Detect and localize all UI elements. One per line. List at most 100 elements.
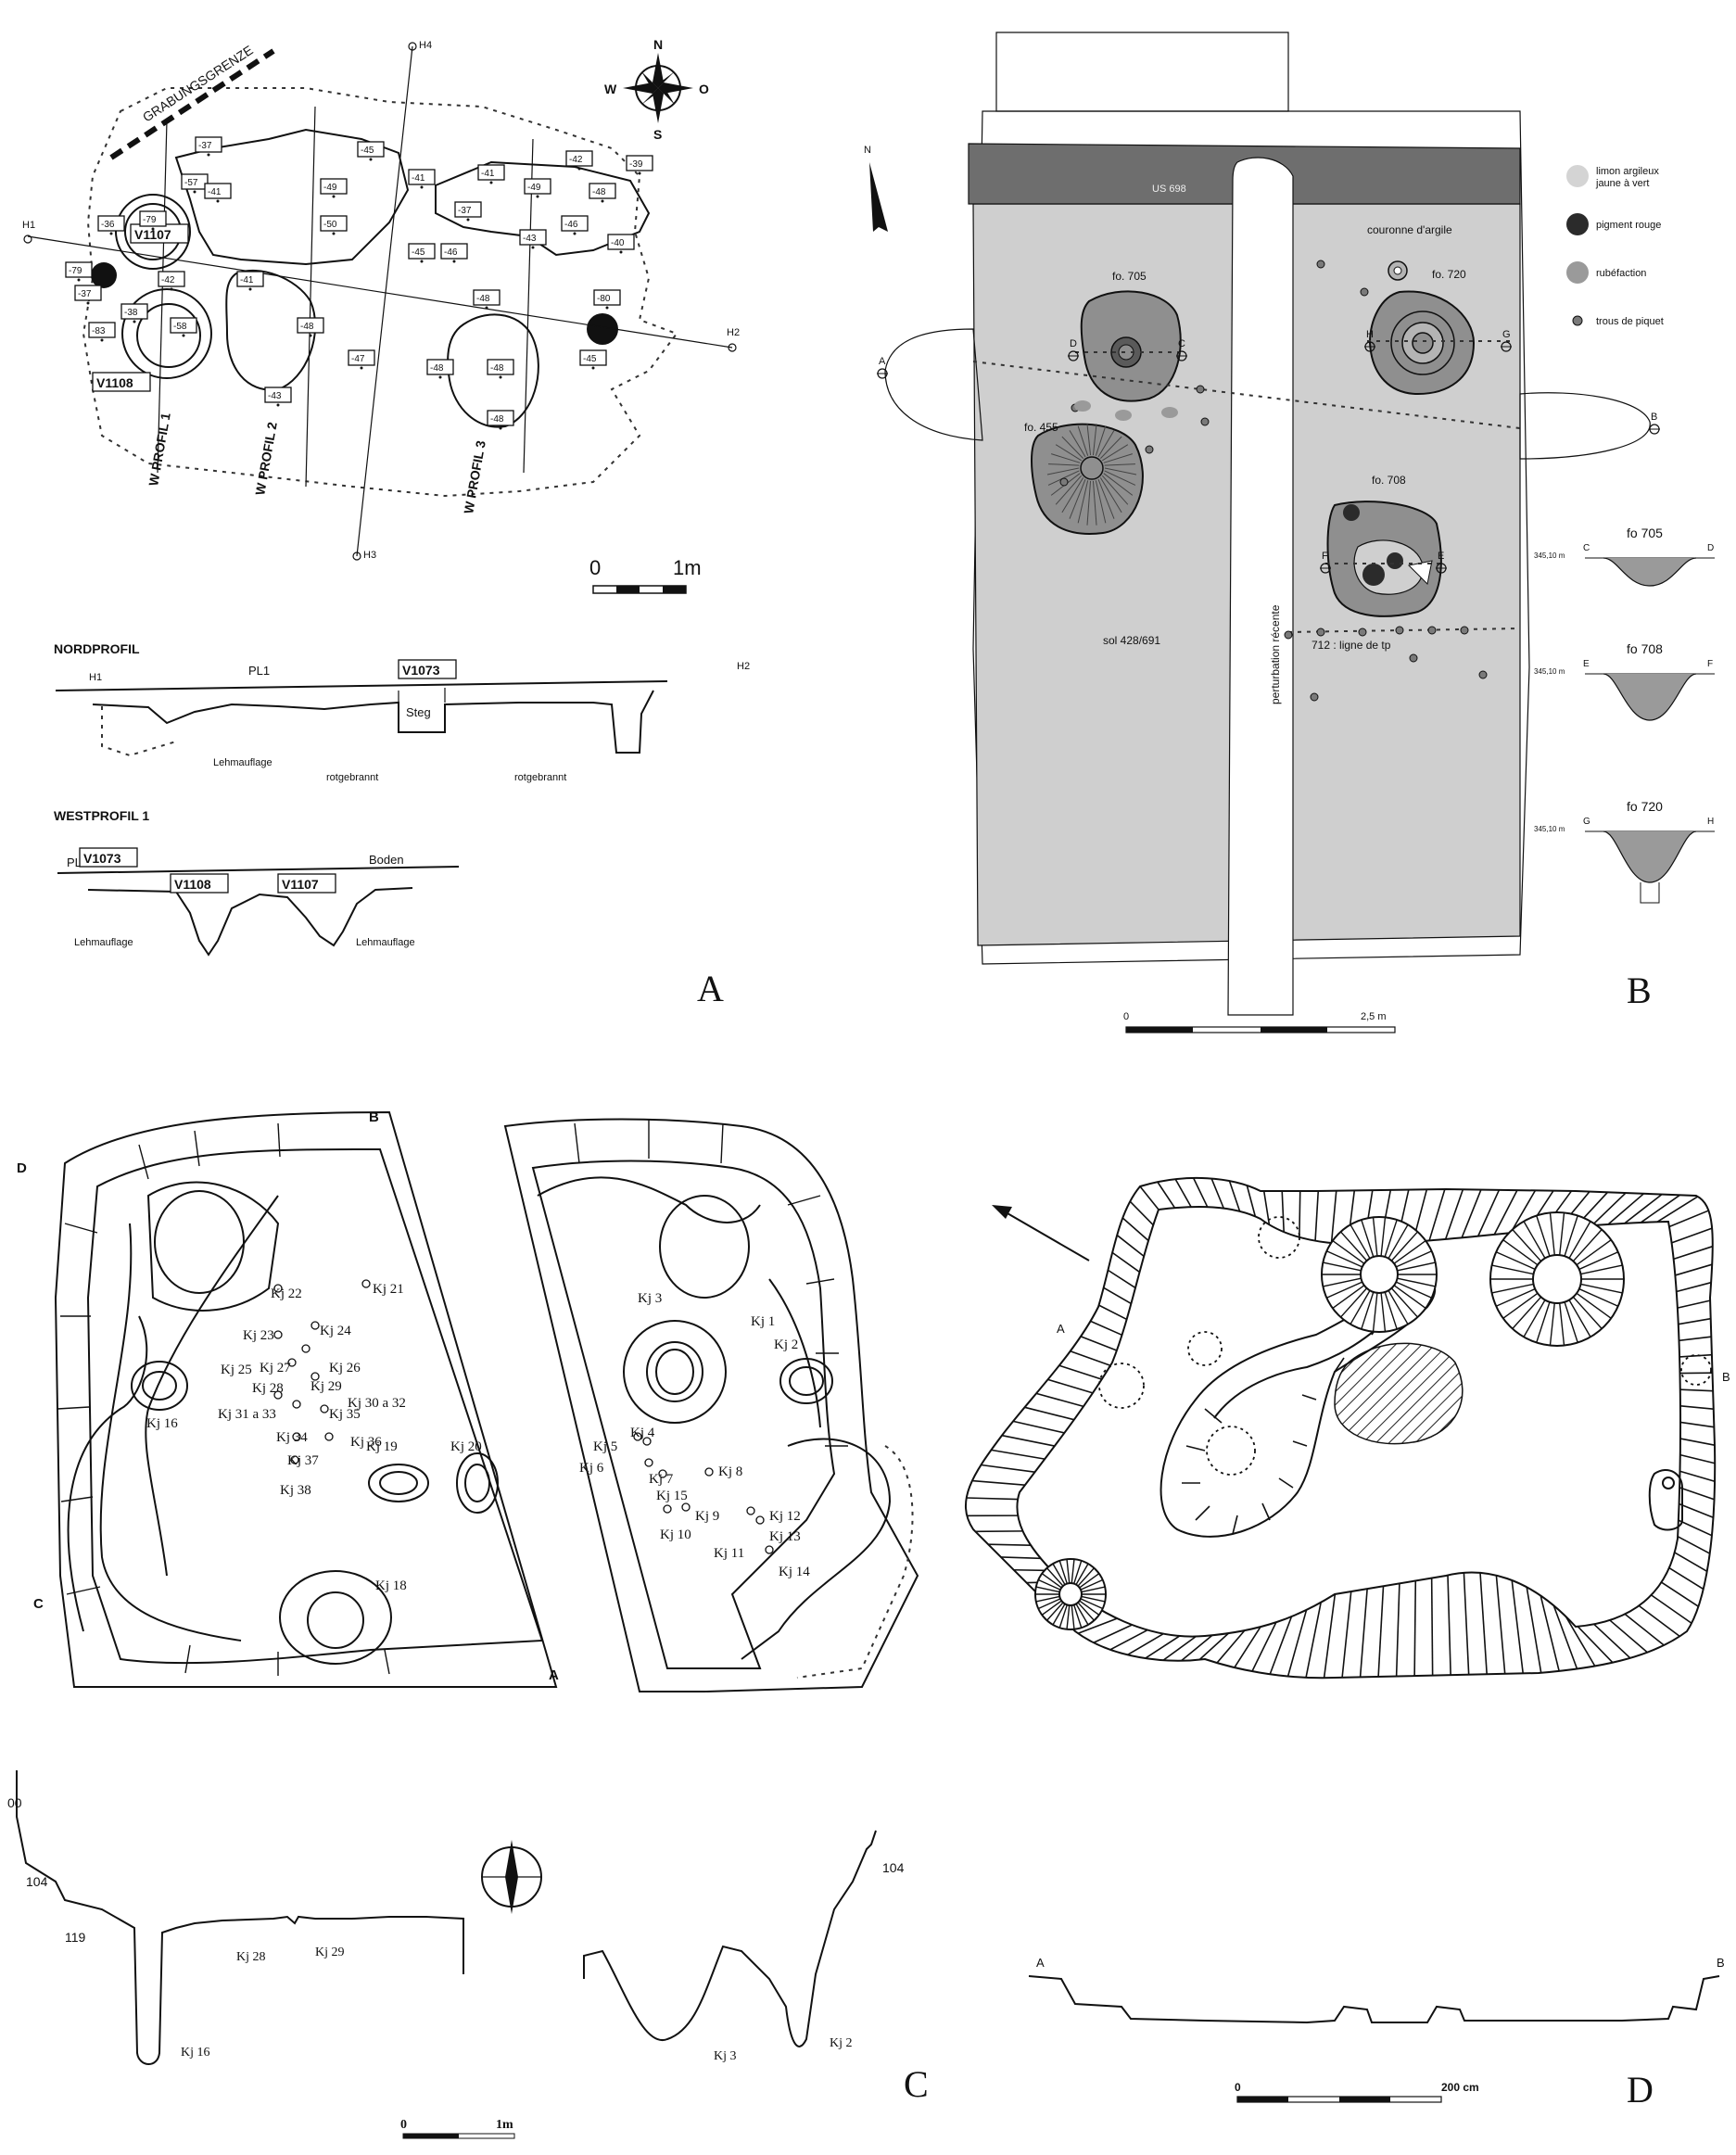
svg-text:fo 705: fo 705 [1627, 526, 1663, 540]
stake-hole [1146, 446, 1153, 453]
section-point-label: C [1178, 338, 1185, 349]
depth-label: -41 [481, 169, 495, 179]
depth-value: -36 [98, 216, 124, 235]
depth-label: -45 [583, 354, 597, 364]
svg-text:Kj 16: Kj 16 [181, 2046, 210, 2060]
nordprofil-section: H1 H2 PL1 V1073 Steg Lehmauflage rotgebr… [56, 660, 750, 783]
svg-text:345,10 m: 345,10 m [1534, 551, 1565, 560]
depth-value: -39 [627, 156, 653, 175]
svg-text:V1073: V1073 [83, 851, 121, 866]
svg-text:Lehmauflage: Lehmauflage [356, 937, 415, 948]
svg-text:fo. 708: fo. 708 [1372, 474, 1406, 487]
black-marker-west [91, 262, 117, 288]
svg-text:S: S [653, 127, 662, 142]
kj-label: Kj 21 [373, 1282, 404, 1297]
depth-value: -57 [182, 174, 208, 194]
svg-text:US 698: US 698 [1152, 184, 1186, 195]
depth-label: -42 [569, 155, 583, 165]
north-arrow-icon: N [864, 145, 888, 232]
compass-c-icon [482, 1840, 541, 1914]
posthole [274, 1331, 282, 1338]
depth-label: -42 [161, 275, 175, 285]
svg-text:Kj 29: Kj 29 [315, 1946, 345, 1959]
svg-text:PL1: PL1 [248, 664, 270, 678]
stake-hole [1361, 288, 1368, 296]
profile-label-2: W PROFIL 2 [252, 421, 280, 497]
section-point-label: G [1502, 329, 1511, 340]
depth-label: -37 [458, 206, 472, 216]
section-point-label: F [1322, 551, 1328, 562]
stake-hole [1201, 418, 1209, 425]
depth-value: -41 [478, 165, 504, 184]
svg-text:Steg: Steg [406, 705, 431, 719]
svg-text:A: A [549, 1667, 559, 1683]
svg-text:N: N [653, 37, 663, 52]
depth-label: -36 [101, 220, 115, 230]
svg-text:V1108: V1108 [174, 877, 211, 892]
kj-label: Kj 26 [329, 1361, 361, 1375]
depth-label: -46 [444, 247, 458, 258]
svg-text:fo 708: fo 708 [1627, 641, 1663, 656]
svg-text:perturbation récente: perturbation récente [1269, 604, 1282, 704]
depth-values: -37-57-41-45-49-50-41-45-41-49-42-48-37-… [66, 137, 653, 430]
depth-label: -37 [198, 141, 212, 151]
posthole [747, 1507, 754, 1515]
feature-v1108-outer [122, 289, 211, 378]
depth-label: -46 [564, 220, 578, 230]
depth-label: -48 [490, 414, 504, 425]
panel-b: US 698 perturbation récente fo. 705 fo. … [864, 32, 1715, 1033]
posthole [311, 1322, 319, 1329]
posthole [325, 1433, 333, 1440]
kj-label: Kj 11 [714, 1546, 744, 1561]
depth-label: -48 [430, 363, 444, 374]
svg-text:0: 0 [1123, 1011, 1129, 1022]
posthole [302, 1345, 310, 1352]
svg-text:712 : ligne de tp: 712 : ligne de tp [1312, 639, 1391, 652]
compass-rose-icon: N S W O [604, 37, 709, 142]
westprofil-title: WESTPROFIL 1 [54, 808, 149, 823]
point-h2: H2 [727, 327, 740, 338]
svg-text:1m: 1m [496, 2118, 513, 2132]
westprofil-section: PL1 V1073 Boden V1108 V1107 Lehmauflage … [57, 848, 459, 955]
depth-value: -48 [474, 290, 500, 310]
section-point-label: H [1366, 329, 1374, 340]
scale-bar-c: 0 1m [400, 2118, 514, 2138]
kj-label: Kj 5 [593, 1439, 617, 1454]
svg-text:Kj 2: Kj 2 [830, 2036, 853, 2050]
section-h3-h4 [357, 46, 412, 556]
svg-text:V1107: V1107 [282, 877, 319, 892]
kj-label: Kj 4 [630, 1426, 655, 1440]
depth-value: -49 [321, 179, 347, 198]
kj-label: Kj 35 [329, 1407, 361, 1422]
depth-value: -46 [562, 216, 588, 235]
svg-text:C: C [33, 1596, 44, 1612]
kj-label: Kj 16 [146, 1416, 178, 1431]
kj-label: Kj 24 [320, 1324, 351, 1338]
depth-label: -47 [351, 354, 365, 364]
svg-text:D: D [1707, 543, 1714, 553]
svg-text:rotgebrannt: rotgebrannt [514, 772, 566, 783]
kj-label: Kj 2 [774, 1337, 798, 1352]
kj-label: Kj 38 [280, 1483, 311, 1498]
svg-text:couronne d'argile: couronne d'argile [1367, 223, 1452, 236]
point-h3: H3 [363, 550, 376, 561]
stake-hole [1428, 627, 1436, 634]
svg-text:1m: 1m [673, 556, 702, 579]
kj-label: Kj 7 [649, 1472, 674, 1487]
svg-text:200 cm: 200 cm [1441, 2081, 1479, 2094]
depth-label: -45 [412, 247, 425, 258]
kj-label: Kj 10 [660, 1528, 691, 1542]
svg-text:fo 720: fo 720 [1627, 799, 1663, 814]
depth-value: -45 [580, 350, 606, 370]
svg-text:119: 119 [65, 1930, 86, 1945]
depth-value: -48 [488, 360, 513, 379]
svg-text:Lehmauflage: Lehmauflage [213, 757, 272, 768]
radial-posthole [1322, 1217, 1437, 1332]
svg-text:345,10 m: 345,10 m [1534, 825, 1565, 833]
kj-label: Kj 13 [769, 1529, 801, 1544]
depth-value: -37 [75, 285, 101, 305]
svg-text:W: W [604, 82, 617, 96]
profile-c: 00 104 119 Kj 28 Kj 29 Kj 16 104 Kj 3 Kj… [7, 1770, 905, 2064]
